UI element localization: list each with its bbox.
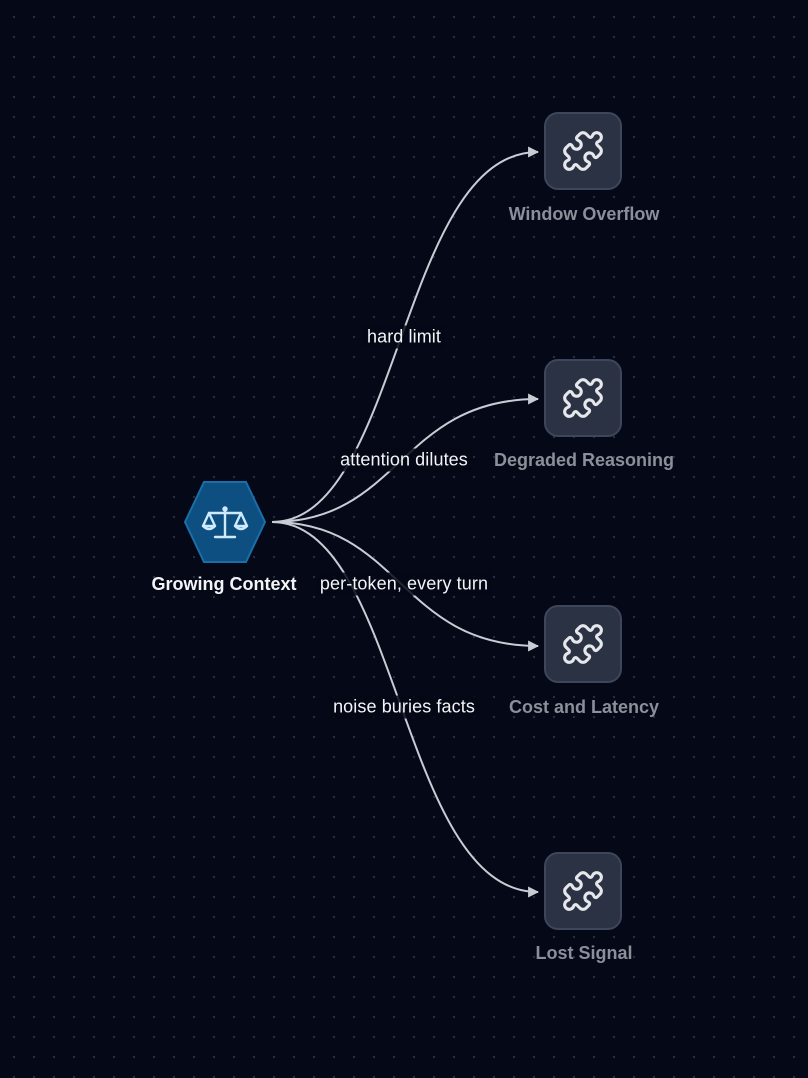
edge-label-per-token-every-turn: per-token, every turn bbox=[315, 572, 493, 596]
node-window-overflow[interactable] bbox=[544, 112, 622, 190]
node-label-window-overflow: Window Overflow bbox=[508, 204, 660, 224]
edge-label-noise-buries-facts: noise buries facts bbox=[329, 695, 479, 719]
node-cost-and-latency[interactable] bbox=[544, 605, 622, 683]
puzzle-icon bbox=[563, 131, 603, 171]
node-label-lost-signal: Lost Signal bbox=[535, 943, 633, 963]
scale-icon bbox=[201, 506, 249, 539]
hub-node[interactable] bbox=[184, 481, 266, 563]
puzzle-icon bbox=[563, 871, 603, 911]
node-label-degraded-reasoning: Degraded Reasoning bbox=[493, 450, 675, 470]
puzzle-icon bbox=[563, 378, 603, 418]
edge-label-hard-limit: hard limit bbox=[362, 325, 446, 349]
node-lost-signal[interactable] bbox=[544, 852, 622, 930]
hub-label: Growing Context bbox=[151, 574, 297, 594]
node-degraded-reasoning[interactable] bbox=[544, 359, 622, 437]
puzzle-icon bbox=[563, 624, 603, 664]
edge-label-attention-dilutes: attention dilutes bbox=[336, 448, 472, 472]
hub-hexagon bbox=[184, 481, 266, 563]
node-label-cost-and-latency: Cost and Latency bbox=[508, 697, 660, 717]
